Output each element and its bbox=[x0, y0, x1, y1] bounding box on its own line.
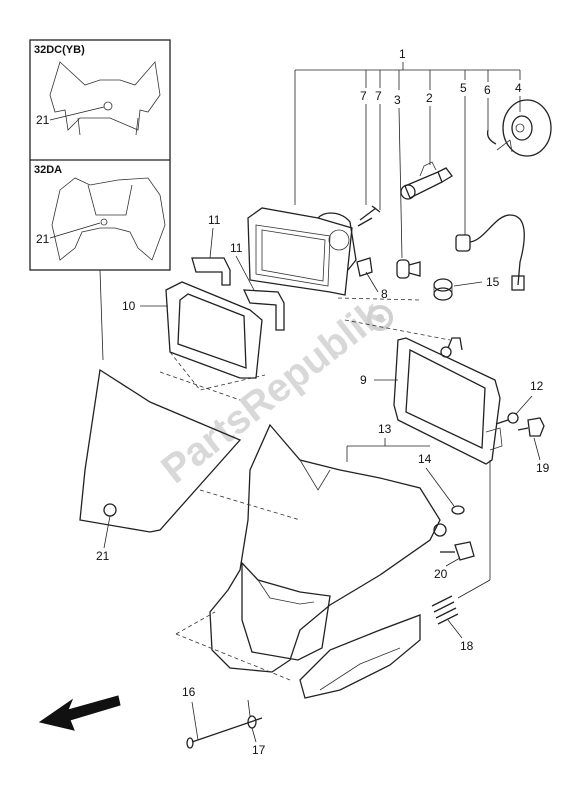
headlight-seal bbox=[165, 281, 263, 379]
clip bbox=[356, 257, 373, 277]
callout-8: 8 bbox=[381, 287, 388, 301]
callout-16: 16 bbox=[182, 685, 196, 699]
front-cowling bbox=[209, 423, 447, 699]
callout-13: 13 bbox=[378, 422, 392, 436]
headlight-bracket bbox=[393, 337, 503, 465]
callout-11a: 11 bbox=[208, 213, 221, 227]
bolt bbox=[440, 541, 475, 561]
callout-5: 5 bbox=[460, 81, 467, 95]
inset-headlight-cover-32da bbox=[51, 177, 166, 261]
callout-4: 4 bbox=[515, 81, 522, 95]
headlight-unit bbox=[247, 207, 357, 296]
callout-18: 18 bbox=[460, 639, 474, 653]
callout-tree-1 bbox=[294, 62, 521, 205]
callout-2: 2 bbox=[426, 91, 433, 105]
callout-3: 3 bbox=[394, 93, 401, 107]
callout-7a: 7 bbox=[360, 89, 367, 103]
callout-12: 12 bbox=[530, 379, 544, 393]
callout-21: 21 bbox=[96, 549, 110, 563]
callout-7b: 7 bbox=[375, 89, 382, 103]
callout-17: 17 bbox=[252, 743, 266, 757]
inset-box: 32DC(YB) 21 32DA 21 bbox=[29, 39, 171, 271]
socket-wire bbox=[486, 129, 497, 145]
rubber-pad-a bbox=[191, 257, 231, 286]
inset-frame bbox=[29, 39, 171, 271]
watermark: PartsRepublik bbox=[153, 291, 393, 492]
rubber-pad-b bbox=[242, 289, 285, 331]
washer bbox=[451, 505, 465, 515]
leader-inset-to-cover bbox=[99, 269, 104, 361]
screw bbox=[495, 412, 519, 425]
callout-19: 19 bbox=[536, 461, 550, 475]
grommet bbox=[433, 278, 453, 301]
callout-11b: 11 bbox=[230, 241, 243, 255]
long-bolt bbox=[186, 717, 263, 749]
callout-20: 20 bbox=[434, 567, 448, 581]
adjust-screw-7 bbox=[357, 205, 381, 227]
leader-21-inset-a bbox=[49, 106, 105, 121]
watermark-gear-icon bbox=[367, 305, 393, 331]
callout-21-inset-a: 21 bbox=[36, 113, 50, 127]
inset-title-32da: 32DA bbox=[34, 164, 62, 176]
callout-1: 1 bbox=[399, 47, 406, 61]
callout-14: 14 bbox=[418, 452, 432, 466]
leader-21-inset-b bbox=[49, 222, 101, 239]
position-socket-cord bbox=[455, 214, 525, 291]
callout-10: 10 bbox=[122, 299, 136, 313]
position-bulb bbox=[396, 259, 421, 279]
inset-headlight-cover-32dc bbox=[49, 61, 161, 136]
callout-6: 6 bbox=[484, 83, 491, 97]
callout-21-inset-b: 21 bbox=[36, 232, 50, 246]
headlight-bulb bbox=[400, 161, 453, 200]
knob-bolt bbox=[517, 417, 545, 437]
callout-15: 15 bbox=[486, 275, 500, 289]
damper-spring bbox=[431, 579, 491, 625]
inset-title-32dc: 32DC(YB) bbox=[34, 44, 85, 56]
callout-9: 9 bbox=[360, 373, 367, 387]
bulb-socket-cover bbox=[496, 99, 552, 157]
callout-tree-13 bbox=[346, 438, 430, 462]
front-arrow-icon bbox=[38, 695, 121, 731]
